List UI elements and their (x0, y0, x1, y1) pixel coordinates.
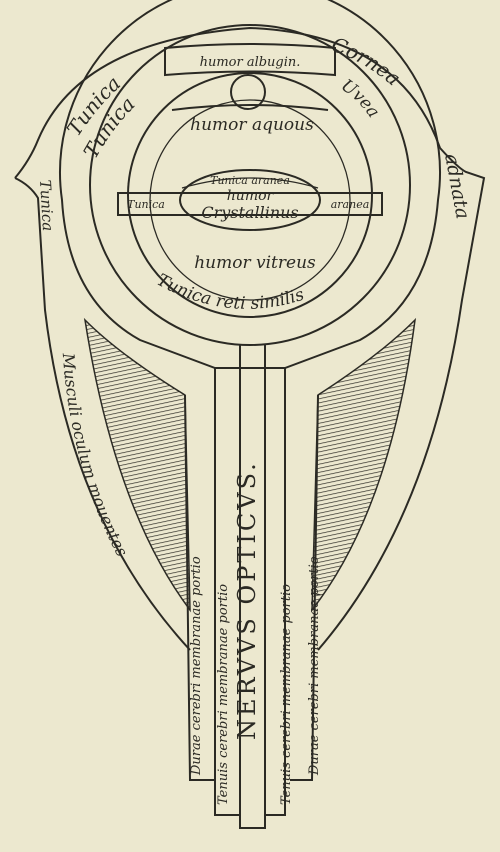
nerve-core (239, 345, 266, 829)
muscle-left-hatch (83, 317, 191, 613)
label-iris-left: Tunica (127, 198, 165, 211)
crystalline-lens (179, 169, 321, 231)
label-dura-right: Durae cerebri membranae portio (307, 556, 322, 776)
label-cornea: Cornea (328, 32, 405, 90)
uvea-circle (89, 24, 411, 346)
label-humor-crystallinus-1: humor (227, 188, 275, 204)
nerve-mid-left (214, 368, 240, 816)
nerve-outer-right (290, 394, 319, 781)
label-humor-vitreus: humor vitreus (194, 253, 316, 273)
lens-arachnea-line (181, 177, 319, 189)
label-nervus-opticus: NERVVS OPTICVS. (233, 460, 261, 740)
label-dura-left: Durae cerebri membranae portio (189, 556, 204, 776)
label-tunica-arachnea: Tunica aranea (210, 174, 290, 187)
vitreous-circle (149, 99, 351, 301)
label-humor-aquous: humor aquous (190, 115, 314, 135)
label-tenuis-left: Tenuis cerebri membranae portio (216, 584, 231, 805)
nerve-outer-left (184, 394, 215, 781)
outer-tunica-top (14, 26, 441, 179)
outer-tunica-outline (14, 177, 191, 651)
iris-band (117, 192, 383, 216)
nerve-mid-right (265, 368, 286, 816)
outer-tunica-outline-right (317, 147, 486, 651)
label-tunica-outer: Tunica (36, 179, 57, 231)
muscle-right-hatch (311, 317, 417, 613)
label-adnata: adnata (440, 152, 474, 221)
label-humor-albugineus: humor albugin. (200, 55, 301, 70)
label-uvea: Uvea (337, 76, 383, 122)
retina-circle (127, 72, 373, 318)
sclera-outline (59, 0, 441, 369)
label-tunica-retiformis: Tunica reti similis (153, 270, 306, 314)
label-tenuis-right: Tenuis cerebri membranae portio (279, 584, 294, 805)
label-iris-right: aranea (331, 198, 370, 211)
pupil-circle (230, 74, 266, 110)
label-humor-crystallinus-2: Crystallinus (201, 203, 298, 222)
albugineus-band (164, 43, 336, 77)
aqueous-chamber-line (171, 104, 329, 111)
